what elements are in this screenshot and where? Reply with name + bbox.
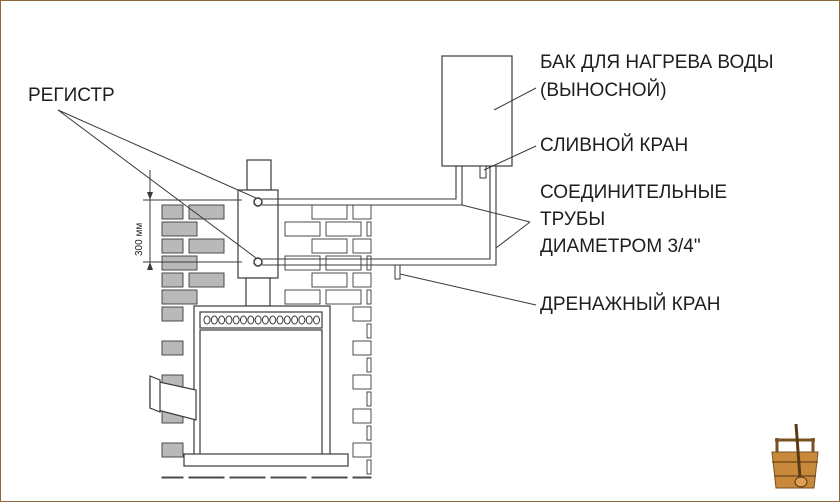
brick [311, 238, 348, 254]
label-drain-valve-top: СЛИВНОЙ КРАН [540, 135, 689, 156]
label-pipes: СОЕДИНИТЕЛЬНЫЕ ТРУБЫ ДИАМЕТРОМ 3/4" [540, 181, 727, 259]
leader-lines [57, 87, 537, 306]
vent-slot [313, 315, 320, 325]
vent-slot [298, 315, 306, 325]
brick [366, 323, 372, 339]
chimney-pipe [237, 159, 279, 307]
brick [161, 255, 198, 271]
dimension-line [143, 170, 242, 270]
brick [229, 476, 266, 479]
brick [311, 476, 348, 479]
dimension-label: 300 мм [134, 222, 145, 256]
brick [325, 289, 362, 305]
brick [325, 221, 362, 237]
vent-slot [254, 315, 262, 325]
brick [311, 204, 348, 220]
brick [188, 204, 225, 220]
brick [161, 340, 184, 356]
brick [284, 255, 321, 271]
brick [352, 306, 372, 322]
label-pipes-line1: СОЕДИНИТЕЛЬНЫЕ [540, 182, 728, 203]
brick [284, 289, 321, 305]
vent-slot [232, 315, 240, 325]
brick [188, 272, 225, 288]
brick [284, 221, 321, 237]
brick [161, 221, 198, 237]
vent-slot [276, 315, 284, 325]
label-pipes-line3: ДИАМЕТРОМ 3/4" [540, 236, 701, 257]
vent-slot [240, 315, 247, 325]
brick [352, 476, 372, 479]
brick [161, 289, 198, 305]
brick [352, 442, 372, 458]
brick [188, 476, 225, 479]
tank-drain-valve [479, 165, 487, 179]
sauna-bucket-ladle-icon [771, 423, 819, 489]
brick [352, 374, 372, 390]
label-tank: БАК ДЛЯ НАГРЕВА ВОДЫ (ВЫНОСНОЙ) [540, 51, 774, 103]
brick [188, 238, 225, 254]
vent-slot [218, 315, 226, 325]
brick [161, 272, 184, 288]
brick [352, 408, 372, 424]
brick [311, 272, 348, 288]
vent-slot [283, 315, 291, 325]
brick [366, 221, 372, 237]
vent-slot [269, 315, 277, 325]
brick [352, 272, 372, 288]
vent-slot [210, 315, 218, 325]
vent-slot [247, 315, 255, 325]
brick [161, 476, 184, 479]
register-ports [253, 197, 263, 267]
brick [270, 476, 307, 479]
stove-body [183, 305, 349, 467]
vent-slot [305, 315, 313, 325]
brick [366, 425, 372, 441]
brick-wall [161, 204, 372, 479]
vent-slot [261, 315, 269, 325]
vent-slot [203, 315, 211, 325]
brick [366, 357, 372, 373]
vent-slot [225, 315, 233, 325]
brick [366, 289, 372, 305]
brick [161, 306, 184, 322]
label-tank-line2: (ВЫНОСНОЙ) [540, 80, 667, 101]
vent-slot [291, 315, 299, 325]
label-drainage-valve: ДРЕНАЖНЫЙ КРАН [540, 294, 721, 315]
stove-vent-grille [203, 315, 320, 325]
brick [366, 391, 372, 407]
drainage-valve [394, 264, 401, 280]
brick [366, 459, 372, 475]
brick [352, 204, 372, 220]
brick [161, 204, 184, 220]
label-pipes-line2: ТРУБЫ [540, 209, 606, 230]
label-register: РЕГИСТР [28, 85, 115, 106]
firebox-tunnel [149, 375, 197, 421]
brick [352, 340, 372, 356]
brick [325, 255, 362, 271]
label-tank-line1: БАК ДЛЯ НАГРЕВА ВОДЫ [540, 52, 774, 73]
brick [352, 238, 372, 254]
brick [161, 442, 184, 458]
brick [366, 255, 372, 271]
connecting-pipes [262, 166, 497, 266]
water-tank [441, 55, 513, 167]
brick [161, 238, 184, 254]
